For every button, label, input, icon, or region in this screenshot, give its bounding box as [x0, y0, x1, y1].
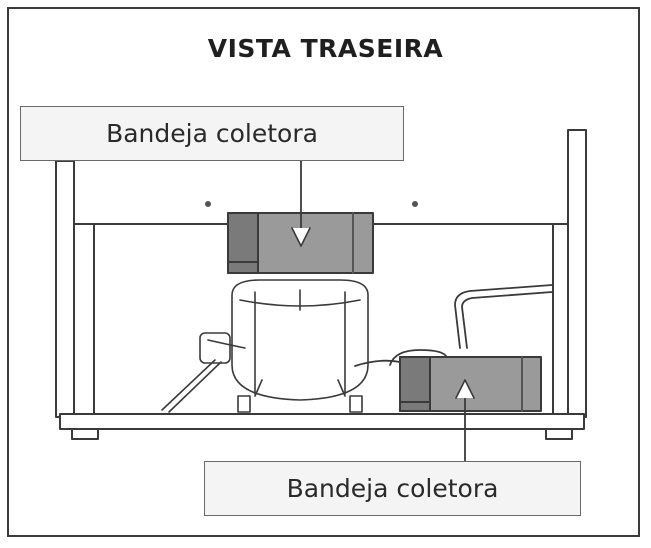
leader-line-top	[291, 160, 311, 247]
right-cabinet-wall	[552, 129, 587, 418]
label-bottom-tray-text: Bandeja coletora	[286, 474, 499, 503]
cabinet-base	[59, 413, 585, 440]
screw-left	[205, 201, 211, 207]
compressor	[231, 279, 369, 413]
bottom-collection-tray	[399, 356, 542, 412]
starter-relay	[161, 332, 246, 413]
diagram-title: VISTA TRASEIRA	[207, 34, 444, 63]
condenser-pipe	[354, 284, 553, 367]
screw-right	[412, 201, 418, 207]
label-box-bottom-tray: Bandeja coletora	[204, 461, 581, 516]
leader-line-bottom	[455, 379, 475, 462]
label-box-top-tray: Bandeja coletora	[20, 106, 404, 161]
label-top-tray-text: Bandeja coletora	[106, 119, 318, 148]
left-cabinet-wall	[55, 160, 95, 418]
